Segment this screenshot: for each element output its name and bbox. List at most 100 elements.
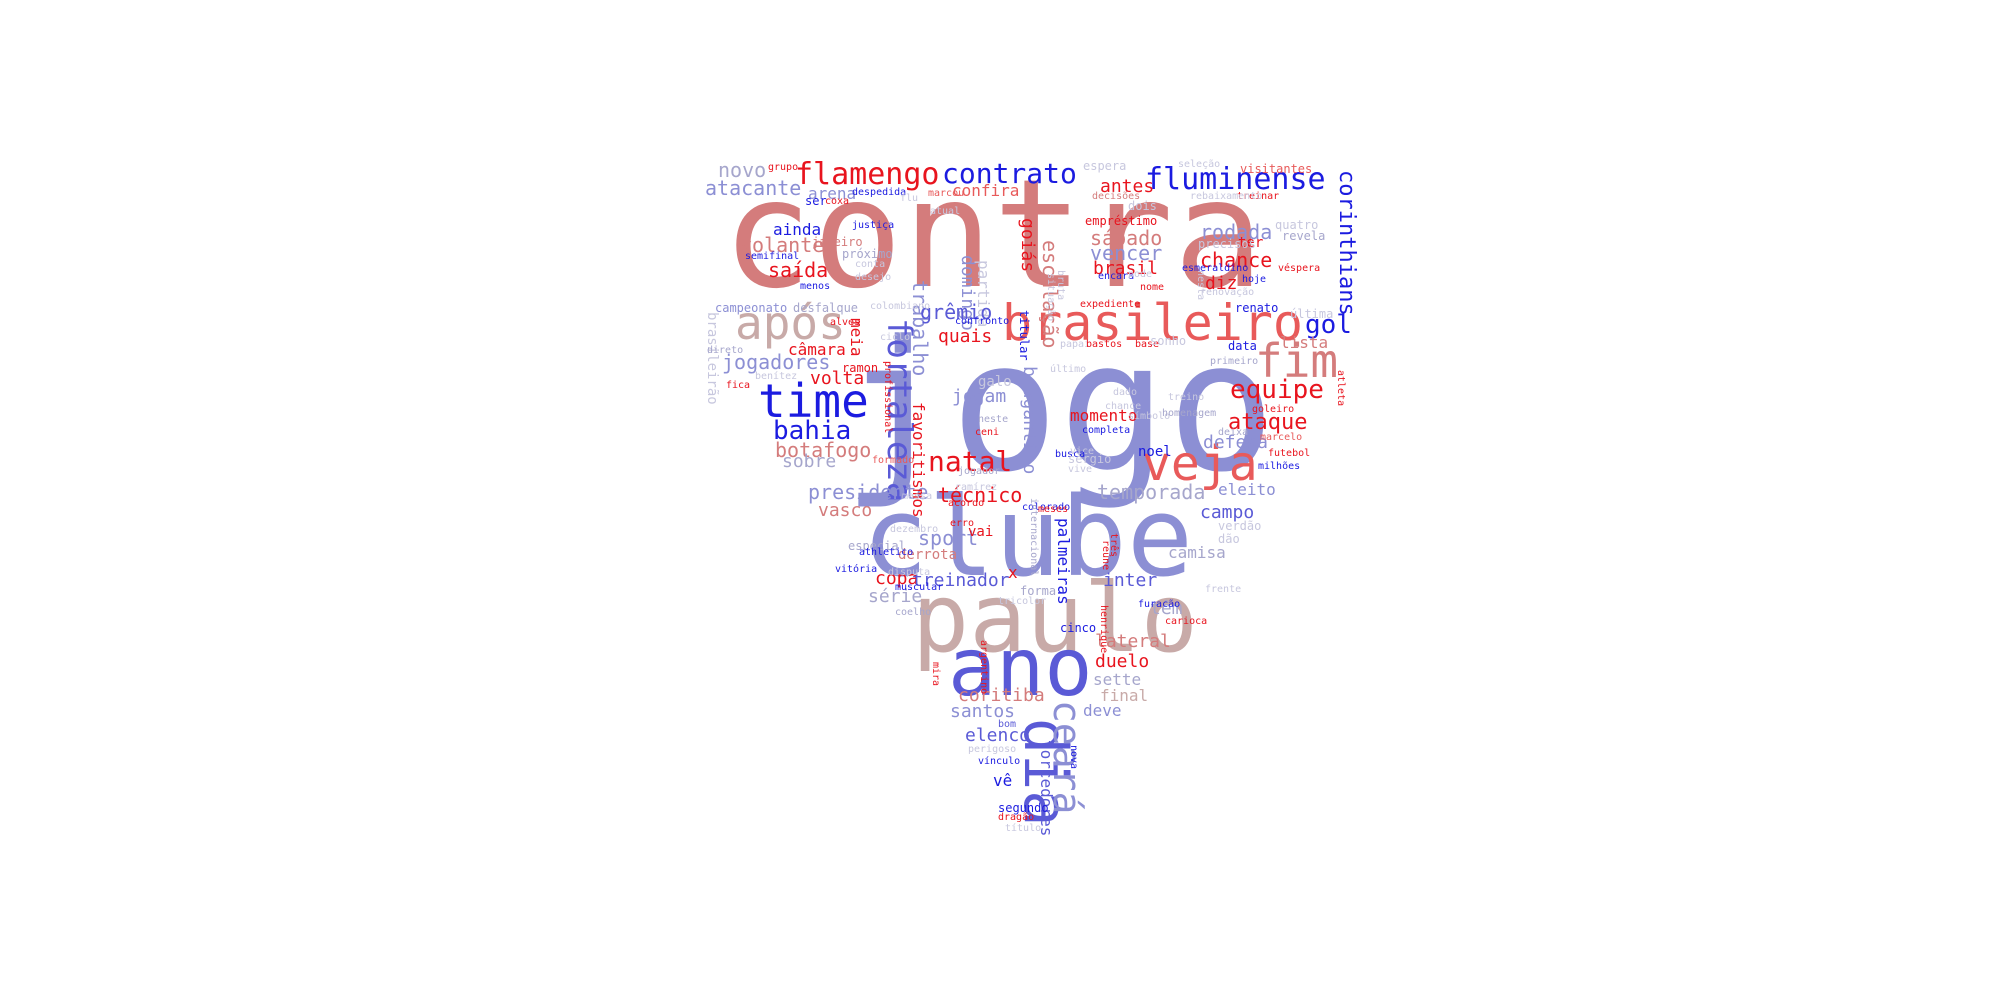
- cloud-word: grupo: [768, 162, 799, 173]
- cloud-word: janeiro: [812, 235, 863, 249]
- cloud-word: fim: [1255, 334, 1339, 388]
- cloud-word: dado: [1113, 387, 1138, 398]
- cloud-word: verdão: [1218, 519, 1262, 533]
- cloud-word: rodada: [1200, 220, 1273, 244]
- cloud-word: situação: [1045, 273, 1056, 322]
- cloud-word: deixa: [1218, 427, 1249, 438]
- cloud-word: alves: [830, 317, 861, 328]
- cloud-word: escalação: [1038, 240, 1062, 349]
- cloud-word: dão: [1218, 532, 1240, 546]
- cloud-word: renato: [1235, 301, 1279, 315]
- cloud-word: partida: [974, 260, 993, 328]
- cloud-word: goleiro: [1252, 404, 1295, 415]
- cloud-word: bragantino: [1019, 366, 1040, 475]
- cloud-word: coxa: [825, 196, 850, 207]
- cloud-word: ceni: [975, 427, 1000, 438]
- cloud-word: presidente: [808, 480, 929, 504]
- cloud-word: meia: [847, 318, 866, 357]
- cloud-word: desfalque: [793, 301, 859, 315]
- cloud-word: desejo: [855, 272, 892, 283]
- cloud-word: colorado: [1022, 502, 1071, 513]
- cloud-word: goiás: [1017, 218, 1038, 273]
- cloud-word: deve: [1083, 701, 1122, 720]
- cloud-word: visitantes: [1240, 162, 1313, 176]
- cloud-word: argentino: [978, 640, 989, 695]
- cloud-word: pode: [1128, 269, 1153, 280]
- cloud-word: sábado: [1090, 226, 1163, 250]
- cloud-word: sobre: [782, 451, 837, 472]
- cloud-word: temporada: [1097, 480, 1206, 504]
- cloud-word: profissional: [882, 361, 893, 434]
- cloud-word: dois: [1128, 199, 1157, 213]
- cloud-word: sonho: [1150, 334, 1187, 348]
- cloud-word: ciclo: [880, 332, 911, 343]
- cloud-word: empréstimo: [1085, 214, 1158, 228]
- cloud-word: jogadores: [722, 350, 831, 374]
- cloud-word: copa: [875, 568, 919, 589]
- cloud-word: henrique: [1098, 605, 1109, 654]
- cloud-word: acordo: [948, 498, 985, 509]
- cloud-word: despedida: [852, 187, 907, 198]
- cloud-word: brasileirão: [704, 312, 720, 405]
- cloud-word: muscular: [895, 582, 944, 593]
- cloud-word: natal: [928, 445, 1013, 478]
- cloud-word: marcou: [928, 188, 965, 199]
- cloud-word: três: [1108, 533, 1119, 558]
- cloud-word: têm: [1150, 598, 1183, 619]
- cloud-word: renovação: [1200, 287, 1255, 298]
- cloud-word: menos: [800, 281, 831, 292]
- cloud-word: campeonato: [715, 301, 788, 315]
- cloud-word: confronto: [955, 316, 1010, 327]
- cloud-word: contrato: [942, 157, 1077, 190]
- cloud-word: direto: [707, 345, 744, 356]
- cloud-word: bahia: [773, 416, 852, 446]
- cloud-word: santos: [950, 701, 1016, 722]
- cloud-word: vitória: [835, 564, 878, 575]
- cloud-word: eleito: [1218, 480, 1276, 499]
- cloud-word: revela: [1282, 229, 1326, 243]
- cloud-word: massa: [902, 491, 933, 502]
- cloud-word: atleta: [1335, 370, 1346, 407]
- cloud-word: atual: [930, 206, 961, 217]
- cloud-word: data: [1228, 339, 1257, 353]
- cloud-word: segundo: [998, 801, 1049, 815]
- cloud-word: equipe: [1230, 375, 1324, 405]
- cloud-word: bruta: [1055, 270, 1066, 301]
- cloud-word: brasileiro: [1002, 294, 1304, 352]
- cloud-word: especial: [848, 539, 906, 553]
- cloud-word: nova: [1068, 745, 1079, 770]
- cloud-word: tricolor: [998, 596, 1047, 607]
- cloud-word: após: [735, 296, 846, 350]
- cloud-word: ser: [805, 194, 827, 208]
- cloud-word: time: [758, 374, 869, 428]
- cloud-word: benítez: [755, 371, 798, 382]
- cloud-word: justiça: [852, 220, 895, 231]
- cloud-word: homenagem: [1162, 408, 1217, 419]
- cloud-word: vínculo: [978, 756, 1021, 767]
- cloud-word: papai: [1060, 339, 1091, 350]
- cloud-word: frente: [1205, 584, 1242, 595]
- cloud-word: flamengo: [795, 157, 940, 192]
- cloud-word: mira: [930, 662, 941, 687]
- cloud-word: lista: [1280, 333, 1329, 352]
- cloud-word: botafogo: [775, 438, 872, 462]
- cloud-word: primeiro: [1210, 356, 1259, 367]
- cloud-word: futebol: [1268, 448, 1311, 459]
- cloud-word: ataque: [1228, 410, 1308, 435]
- cloud-word: furacão: [1138, 599, 1181, 610]
- cloud-word: titular: [1017, 310, 1031, 361]
- cloud-word: rebaixamento: [1190, 191, 1263, 202]
- cloud-word: coritiba: [958, 685, 1045, 706]
- cloud-word: fica: [726, 380, 751, 391]
- cloud-word: vê: [993, 771, 1013, 790]
- cloud-word: veja: [1142, 436, 1258, 492]
- cloud-word: próximo: [842, 247, 893, 261]
- cloud-word: brasil: [1093, 258, 1159, 279]
- cloud-word: palmeiras: [1054, 518, 1073, 605]
- cloud-word: precisos: [1198, 237, 1256, 251]
- cloud-word: seleção: [1178, 159, 1221, 170]
- cloud-word: paulo: [912, 564, 1198, 674]
- cloud-word: ano: [948, 621, 1093, 714]
- cloud-word: chance: [1105, 401, 1142, 412]
- cloud-word: meses: [1038, 504, 1069, 515]
